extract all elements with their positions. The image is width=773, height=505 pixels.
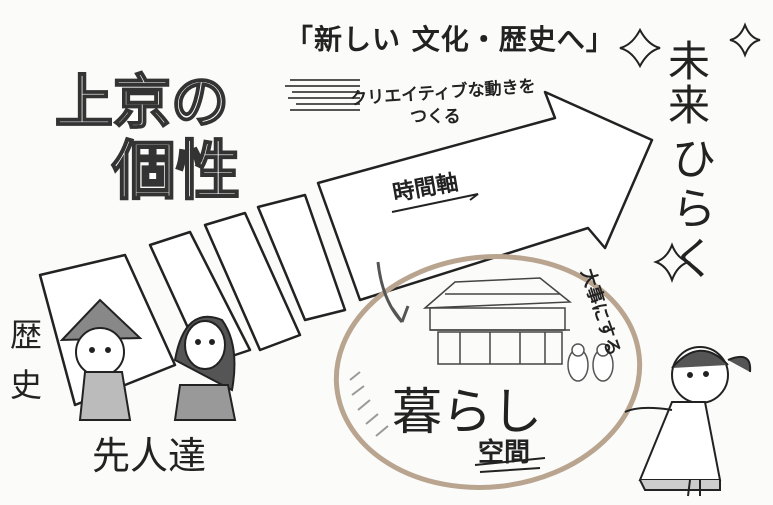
headline: 「新しい 文化・歴史へ」 [285,23,615,56]
living-label: 暮らし [392,383,542,441]
small-figures [567,343,614,382]
future-line2: ひらく [672,134,716,285]
loop-hatch [349,371,389,437]
space-underline [474,457,546,473]
arrow-head [316,90,654,302]
ancestors-label: 先人達 [92,434,207,478]
title-line2: 個性 [111,134,241,210]
living-loop [333,254,643,490]
sparkles [619,22,761,283]
arrow-segment-4 [256,193,347,322]
girl-figure [624,346,752,497]
arrow-segment-3 [203,211,302,352]
ancestor-man [59,298,143,421]
speed-lines [285,79,360,111]
house-drawing [422,277,573,365]
history-label: 歴史 [10,316,43,404]
ancestor-woman [173,315,237,421]
title-line1: 上京の [54,67,230,137]
loop-arrow [376,261,410,324]
future-line1: 未来 [668,37,711,130]
time-axis-underline [391,193,479,213]
space-label: 空間 [478,438,531,468]
arrow-caption-line2: つくる [410,107,461,127]
